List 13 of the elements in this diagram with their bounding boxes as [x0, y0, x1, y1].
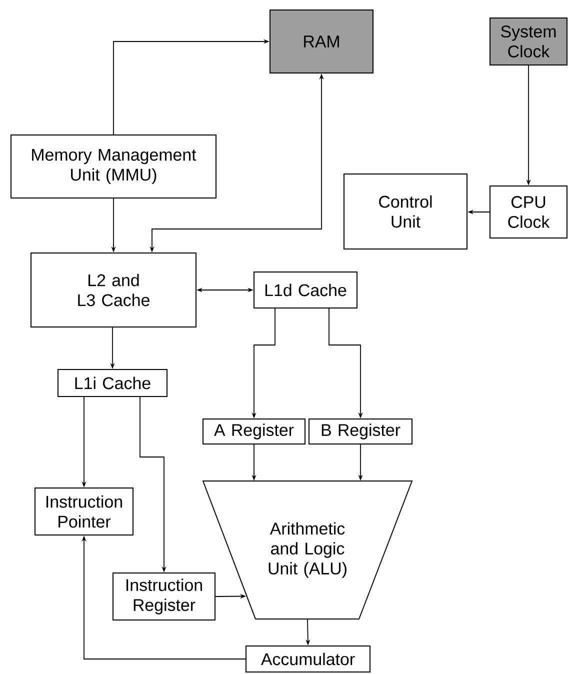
process-box: Instruction Register [112, 572, 216, 620]
process-box: CPU Clock [490, 186, 568, 238]
process-box: L2 and L3 Cache [30, 252, 196, 328]
process-box: Control Unit [344, 174, 468, 250]
process-box: L1i Cache [58, 369, 168, 397]
process-box: System Clock [490, 18, 568, 66]
process-box: Accumulator [246, 646, 370, 672]
process-box: L1d Cache [254, 272, 358, 308]
process-box: B Register [308, 418, 412, 444]
process-box: A Register [202, 418, 306, 444]
process-box: RAM [270, 10, 374, 74]
process-box: Instruction Pointer [34, 488, 134, 536]
process-box: Memory Management Unit (MMU) [10, 134, 216, 198]
